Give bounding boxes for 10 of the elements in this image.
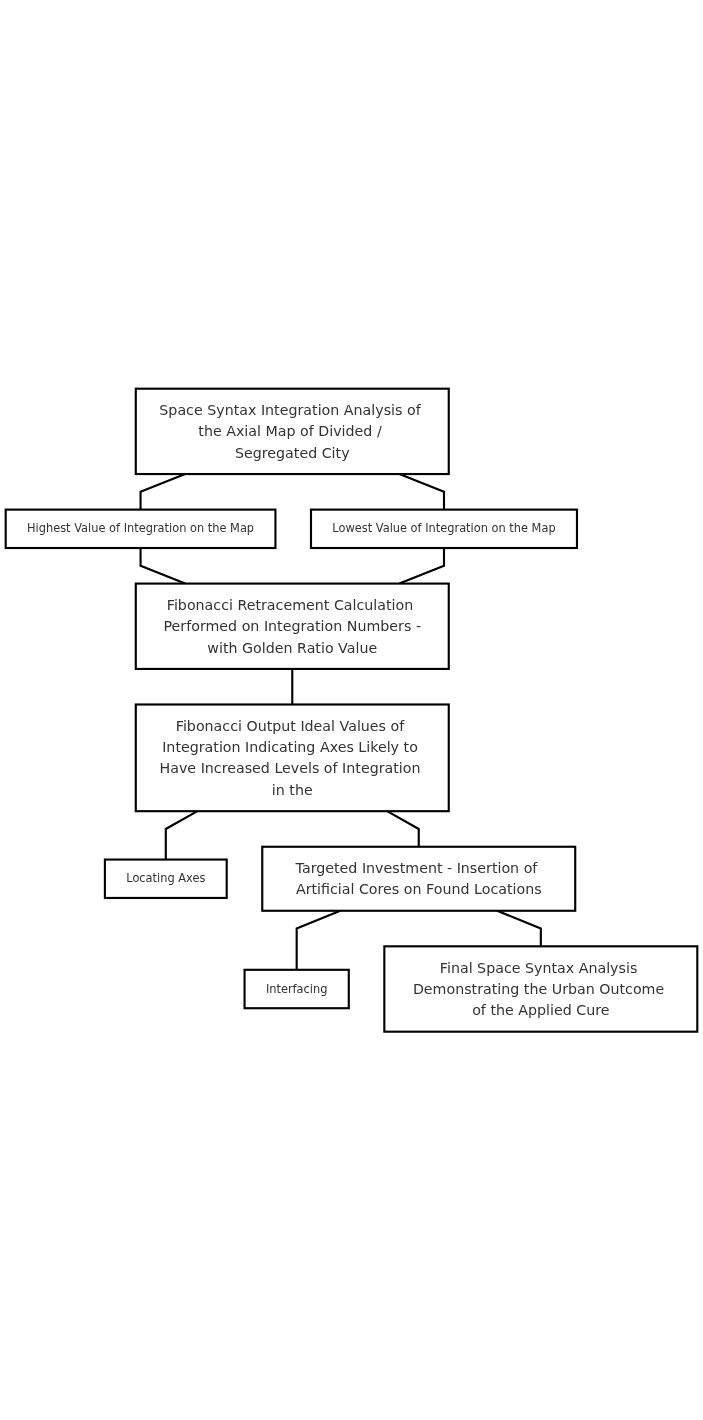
node-box: Final Space Syntax Analysis Demonstrating the Urban Outcome of the Applied Cure <box>383 945 699 1033</box>
node-box: Locating Axes <box>103 858 228 899</box>
node-box: Targeted Investment - Insertion of Artificial Cores on Found Locations <box>261 845 577 912</box>
connector <box>291 668 294 705</box>
node-box: Interfacing <box>243 968 350 1010</box>
node-box: Lowest Value of Integration on the Map <box>309 508 579 549</box>
node-box: Highest Value of Integration on the Map <box>4 508 277 549</box>
node-box: Space Syntax Integration Analysis of the Axial Map of Divided / Segregated City <box>134 387 450 475</box>
node-box: Fibonacci Retracement Calculation Performed on Integration Numbers -with Golden Ratio Value <box>134 582 450 670</box>
node-box: Fibonacci Output Ideal Values of Integration Indicating Axes Likely to Have Increased Levels of Integration in the <box>134 703 450 813</box>
